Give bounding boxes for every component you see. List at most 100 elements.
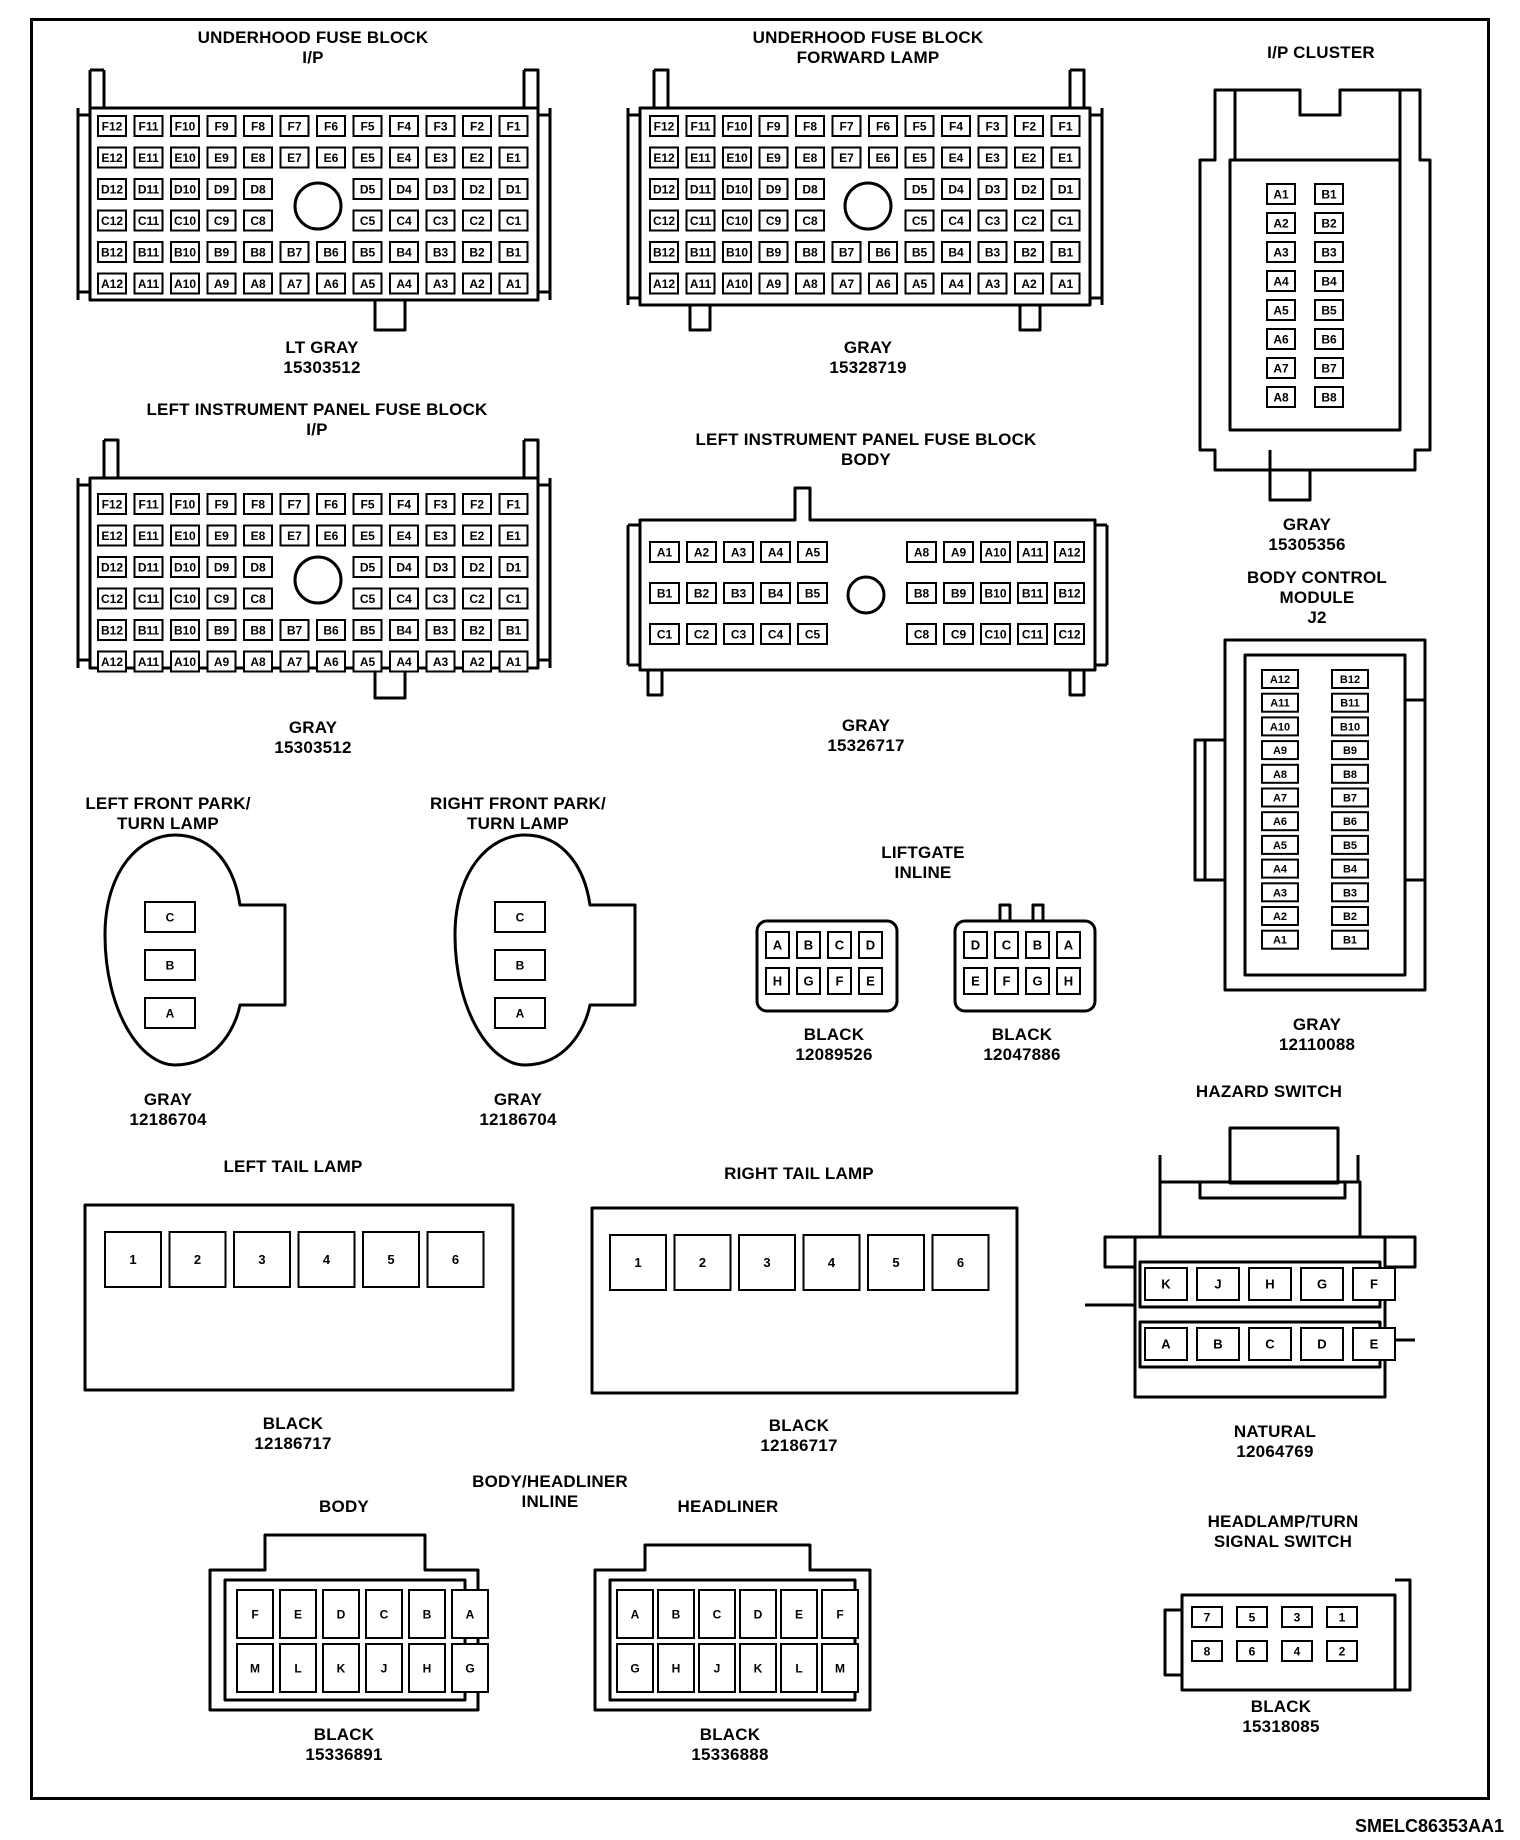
lipfb-body-pin-A10-label: A10 [984,545,1006,559]
cluster-pin-A8-label: A8 [1273,390,1289,404]
uh-fwd-pin-A6-cavity [868,272,898,295]
uh-ip-pin-A11-label: A11 [138,277,160,291]
hazard-pin-F-cavity [1352,1267,1396,1301]
uh-fwd-pin-A5-label: A5 [912,277,928,291]
uh-ip-pin-B4-label: B4 [396,245,412,259]
lipfb-ip-pin-C2-label: C2 [469,592,485,606]
bh-head-pin-H-cavity [657,1643,695,1693]
lipfb-body-pin-B12-cavity [1054,582,1085,604]
uh-fwd-pin-C11-label: C11 [690,214,712,228]
title-bh-headliner: HEADLINER [677,1497,779,1516]
uh-fwd-pin-F4-label: F4 [949,119,963,133]
uh-fwd-pin-A9-cavity [758,272,789,295]
uh-fwd-pin-C8-cavity [795,209,825,232]
lipfb-ip-pin-C10-cavity [170,587,200,610]
uh-ip-pin-D5-cavity [352,178,383,200]
lipfb-ip-pin-C12-cavity [97,587,127,610]
cluster-pin-A2-cavity [1266,212,1296,234]
bcm-pin-B3-cavity [1331,882,1369,903]
bcm-pin-B10-label: B10 [1340,721,1360,733]
lipfb-ip-pin-B9-cavity [206,619,237,641]
cluster-pin-B7-cavity [1314,357,1344,379]
uh-ip-pin-D12-label: D12 [101,182,123,196]
uh-fwd-pin-E9-cavity [758,146,789,169]
right-tail-pin-5-cavity [867,1234,925,1291]
uh-ip-pin-E6-label: E6 [324,151,339,165]
uh-fwd-pin-A5-cavity [904,272,935,295]
uh-fwd-pin-D10-label: D10 [726,182,748,196]
lipfb-body-pin-C10-cavity [980,623,1011,645]
lipfb-body-pin-A3-cavity [723,541,754,563]
uh-ip-pin-F7-cavity [279,115,310,137]
uh-fwd-pin-F11-cavity [685,115,716,137]
ip-cluster-housing [1198,88,1432,502]
uh-fwd-pin-A7-cavity [831,272,862,295]
lipfb-ip-pin-F9-label: F9 [214,497,228,511]
lipfb-ip-pin-C3-cavity [425,587,456,610]
uh-ip-pin-A5-label: A5 [360,277,376,291]
uh-ip-pin-A4-cavity [389,272,419,295]
right-tail-pin-3-label: 3 [763,1255,770,1270]
left-tail-housing [83,1203,515,1392]
bcm-pin-B12-cavity [1331,669,1369,689]
bh-body-pin-M-label: M [250,1661,260,1675]
headlamp-pin-7-cavity [1191,1606,1223,1628]
lipfb-body-pin-B2-cavity [686,582,717,604]
uh-fwd-pin-C1-label: C1 [1058,214,1074,228]
liftgate-a-pin-G-cavity [796,967,821,995]
lipfb-body-pin-B4-label: B4 [768,586,784,600]
lipfb-ip-pin-F1-label: F1 [506,497,520,511]
uh-fwd-pin-F3-cavity [977,115,1008,137]
headlamp-pin-8-cavity [1191,1640,1223,1662]
lipfb-body-pin-C1-label: C1 [657,627,673,641]
lipfb-ip-pin-A12-label: A12 [101,655,123,669]
liftgate-b-pin-G-cavity [1025,967,1050,995]
lipfb-body-pin-A12-label: A12 [1058,545,1080,559]
uh-fwd-pin-D5-label: D5 [912,182,928,196]
lf-park-pin-C-label: C [166,910,175,924]
lipfb-ip-pin-D4-label: D4 [396,560,412,574]
headlamp-pin-7-label: 7 [1204,1610,1211,1624]
left-tail-pin-4-cavity [297,1231,356,1288]
headlamp-pin-5-cavity [1236,1606,1268,1628]
hazard-pin-A-label: A [1161,1337,1171,1352]
uh-ip-pin-E5-cavity [352,146,383,169]
bh-head-pin-M-cavity [821,1643,859,1693]
uh-ip-pin-F3-cavity [425,115,456,137]
uh-ip-pin-C9-cavity [206,209,237,232]
title-hazard: HAZARD SWITCH [1195,1082,1343,1101]
headlamp-pin-6-label: 6 [1249,1644,1256,1658]
lipfb-body-pin-B11-cavity [1017,582,1048,604]
lipfb-ip-pin-B6-cavity [316,619,346,641]
cluster-pin-B4-label: B4 [1321,274,1337,288]
lipfb-body-pin-B8-cavity [906,582,937,604]
headlamp-pin-1-label: 1 [1339,1610,1346,1624]
uh-fwd-pin-C11-cavity [685,209,716,232]
uh-ip-pin-D10-cavity [170,178,200,200]
lipfb-ip-pin-A10-cavity [170,650,200,673]
lipfb-body-pin-A11-cavity [1017,541,1048,563]
cluster-pin-B5-cavity [1314,299,1344,321]
uh-fwd-pin-A4-cavity [941,272,971,295]
lipfb-ip-pin-E12-label: E12 [101,529,123,543]
cluster-pin-B5-label: B5 [1321,303,1337,317]
uh-ip-pin-C12-cavity [97,209,127,232]
liftgate-b-pin-H-label: H [1064,974,1073,989]
liftgate-b-pin-B-cavity [1025,931,1050,959]
uh-ip-pin-A7-label: A7 [287,277,303,291]
left-tail-pin-6-cavity [426,1231,485,1288]
lipfb-ip-pin-E2-label: E2 [470,529,485,543]
bcm-pin-A6-cavity [1261,811,1299,832]
lipfb-ip-pin-C5-label: C5 [360,592,376,606]
lf-park-pin-C-cavity [144,901,196,933]
bcm-pin-A6-label: A6 [1273,816,1287,828]
uh-fwd-pin-A1-cavity [1050,272,1081,295]
uh-ip-pin-A12-label: A12 [101,277,123,291]
